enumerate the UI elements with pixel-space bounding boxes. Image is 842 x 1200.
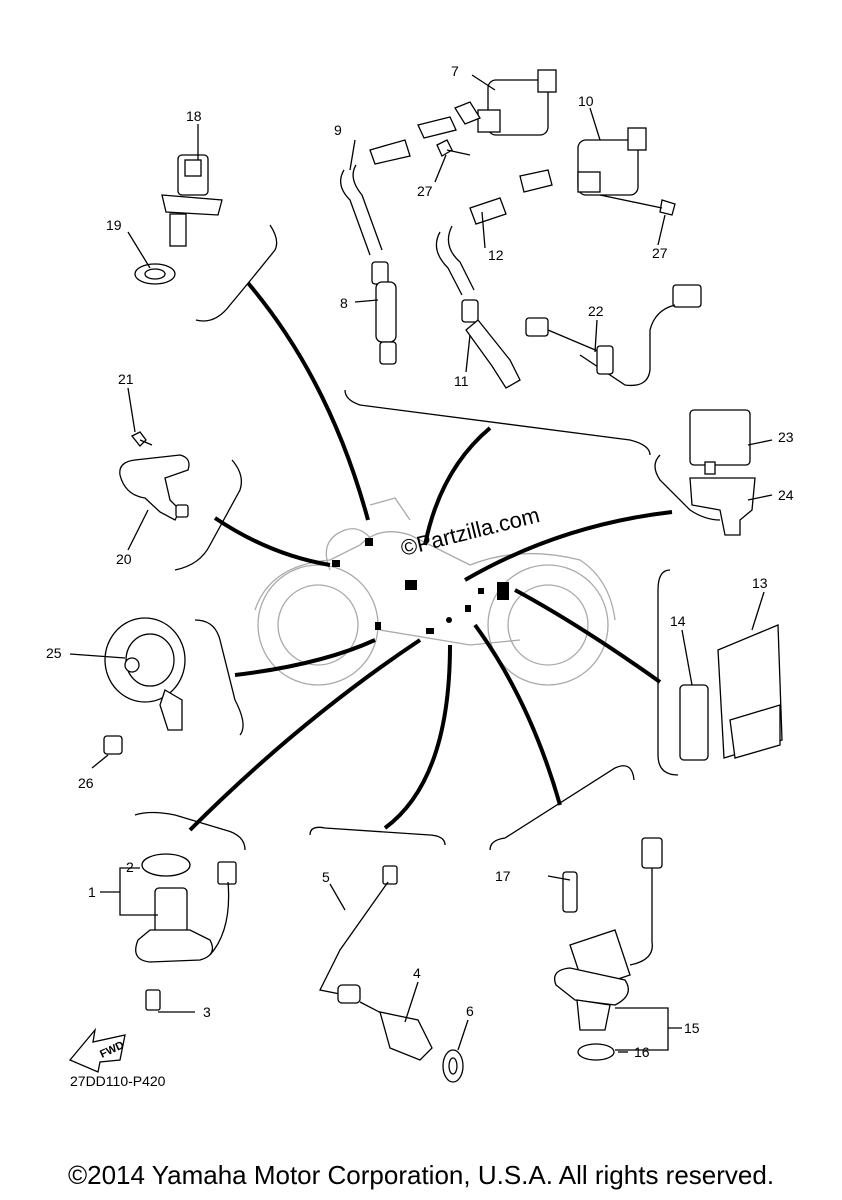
callout-12: 12: [488, 247, 504, 263]
part-o2-sensor-4-5-6: [319, 865, 464, 1083]
part-crank-sensor-20-21: [119, 431, 190, 521]
callout-11: 11: [454, 373, 469, 389]
diagram-code: 27DD110-P420: [70, 1073, 166, 1089]
part-ignition-coil-2: [435, 127, 676, 389]
callout-leaders: [69, 74, 773, 1053]
part-relay-23-24: [689, 409, 756, 536]
callout-8: 8: [340, 295, 348, 311]
leader-lines: [188, 281, 673, 832]
callout-15: 15: [684, 1020, 700, 1036]
callout-21: 21: [118, 371, 134, 387]
part-ecu-13-14: [679, 624, 783, 761]
copyright-text: ©2014 Yamaha Motor Corporation, U.S.A. A…: [67, 1160, 775, 1190]
callout-27-b: 27: [652, 245, 668, 261]
fwd-arrow-icon: FWD: [68, 1027, 126, 1073]
callout-26: 26: [78, 775, 94, 791]
callout-3: 3: [203, 1004, 211, 1020]
callout-10: 10: [578, 93, 594, 109]
callout-24: 24: [778, 487, 794, 503]
callout-14: 14: [670, 613, 686, 629]
callout-13: 13: [752, 575, 768, 591]
callout-4: 4: [413, 965, 421, 981]
callout-6: 6: [466, 1003, 474, 1019]
callout-22: 22: [588, 303, 604, 319]
callout-16: 16: [634, 1044, 650, 1060]
callout-1: 1: [88, 884, 96, 900]
part-sensor-15-16-17: [553, 837, 663, 1061]
location-markers: [332, 538, 509, 634]
callout-27-a: 27: [417, 183, 433, 199]
part-ignition-coil-1: [339, 69, 557, 365]
part-lead-sensor-22: [525, 284, 702, 387]
motorcycle-silhouette: [254, 497, 616, 686]
callout-7: 7: [451, 63, 459, 79]
part-horn-25-26: [103, 617, 186, 755]
part-speed-sensor-1-2-3: [135, 853, 237, 1011]
callout-9: 9: [334, 122, 342, 138]
callout-19: 19: [106, 217, 122, 233]
callout-2: 2: [126, 859, 134, 875]
callout-18: 18: [186, 108, 202, 124]
callout-17: 17: [495, 868, 511, 884]
callout-20: 20: [116, 551, 132, 567]
callout-numbers: 1 2 3 4 5 6 7 8 9 10 11 12 13 14 15 16 1…: [46, 63, 794, 1060]
callout-5: 5: [322, 869, 330, 885]
part-temperature-sensor: [134, 154, 223, 285]
callout-25: 25: [46, 645, 62, 661]
callout-23: 23: [778, 429, 794, 445]
